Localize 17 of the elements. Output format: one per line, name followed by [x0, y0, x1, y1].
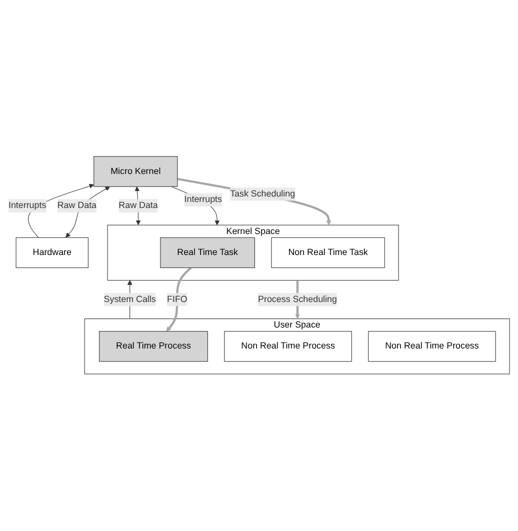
arrow [166, 267, 192, 332]
node-box: Non Real Time Task [271, 238, 385, 268]
node-box: Real Time Task [160, 238, 255, 268]
edge-label: Process Scheduling [258, 294, 337, 304]
arrow [177, 178, 332, 226]
edge-label: Interrupts [8, 201, 46, 211]
edge-label: Interrupts [184, 195, 222, 205]
edge-label: Raw Data [118, 201, 158, 211]
node-box: Micro Kernel [94, 156, 178, 188]
node-box: Non Real Time Process [224, 331, 352, 362]
edge-label: System Calls [104, 294, 156, 304]
edge-label: FIFO [167, 294, 188, 304]
edge-label: Task Scheduling [230, 189, 296, 199]
node-box: Real Time Process [99, 331, 208, 362]
node-box: Non Real Time Process [368, 331, 496, 362]
node-box: Hardware [16, 238, 88, 268]
edge-label: Raw Data [57, 201, 97, 211]
